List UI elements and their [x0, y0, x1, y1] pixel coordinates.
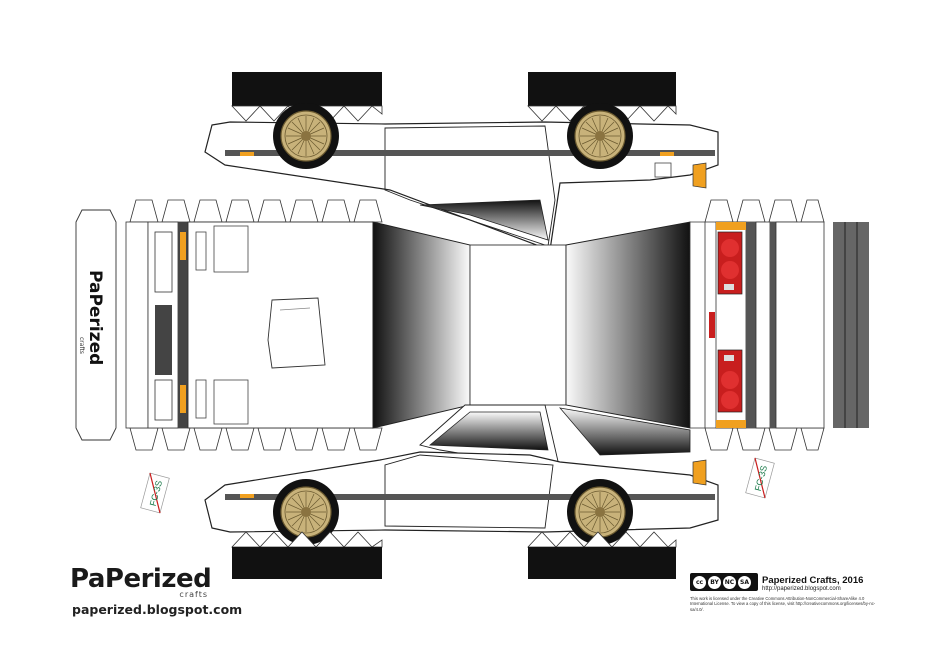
tail-logo: PaPerized [85, 270, 105, 365]
tire-strip-bottom-left [232, 547, 382, 579]
nc-icon: NC [723, 575, 736, 589]
plate-left: FC-3S [140, 472, 170, 514]
license-block: cc BY NC SA Paperized Crafts, 2016 http:… [690, 573, 880, 623]
top-side-panel [204, 72, 719, 251]
tire-strip-top-right [528, 72, 676, 106]
by-icon: BY [708, 575, 721, 589]
plate-right: FC-3S [745, 457, 775, 499]
sa-icon: SA [738, 575, 751, 589]
bumper-strip [833, 222, 869, 428]
tail-logo-subtext: crafts [78, 337, 85, 354]
brand-url: paperized.blogspot.com [72, 602, 243, 617]
brand-logo-subtext: crafts [179, 590, 208, 599]
license-url[interactable]: http://paperized.blogspot.com [762, 586, 841, 592]
brand-logo: PaPerized [70, 564, 212, 594]
bottom-side-panel [204, 404, 719, 579]
brand-block: PaPerized crafts paperized.blogspot.com [70, 564, 242, 618]
cc-icon: cc [693, 575, 706, 589]
tire-strip-top-left [232, 72, 382, 106]
tire-strip-bottom-right [528, 547, 676, 579]
license-title: Paperized Crafts, 2016 [762, 575, 864, 586]
main-top-view: PaPerized crafts [75, 199, 869, 451]
license-text: This work is licensed under the Creative… [690, 596, 876, 612]
cc-badge-icon: cc BY NC SA [690, 573, 758, 591]
